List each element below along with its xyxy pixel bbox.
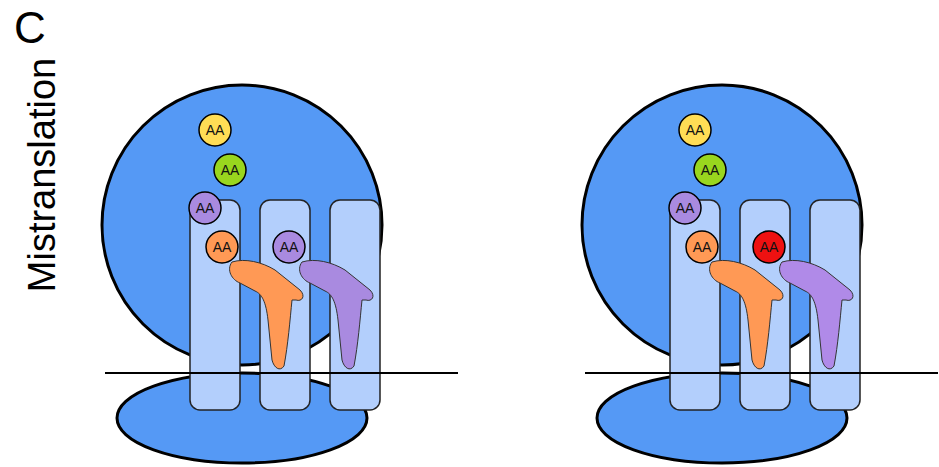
- wrong-amino-acid-circle: AA: [752, 230, 786, 264]
- amino-acid-label: AA: [701, 163, 720, 177]
- amino-acid-label: AA: [693, 240, 712, 254]
- amino-acid-circle: AA: [668, 191, 702, 225]
- ribosome-right: [582, 85, 938, 463]
- ribosome-left: [102, 85, 458, 463]
- amino-acid-label: AA: [760, 240, 779, 254]
- amino-acid-label: AA: [686, 123, 705, 137]
- amino-acid-circle: AA: [272, 230, 306, 264]
- amino-acid-circle: AA: [188, 191, 222, 225]
- row-title: Mistranslation: [23, 58, 61, 292]
- amino-acid-circle: AA: [198, 113, 232, 147]
- amino-acid-label: AA: [280, 240, 299, 254]
- panel-letter: C: [14, 6, 46, 50]
- amino-acid-circle: AA: [678, 113, 712, 147]
- amino-acid-label: AA: [676, 201, 695, 215]
- amino-acid-label: AA: [213, 240, 232, 254]
- amino-acid-circle: AA: [213, 153, 247, 187]
- amino-acid-circle: AA: [685, 230, 719, 264]
- amino-acid-circle: AA: [693, 153, 727, 187]
- amino-acid-circle: AA: [205, 230, 239, 264]
- amino-acid-label: AA: [196, 201, 215, 215]
- amino-acid-label: AA: [206, 123, 225, 137]
- amino-acid-label: AA: [221, 163, 240, 177]
